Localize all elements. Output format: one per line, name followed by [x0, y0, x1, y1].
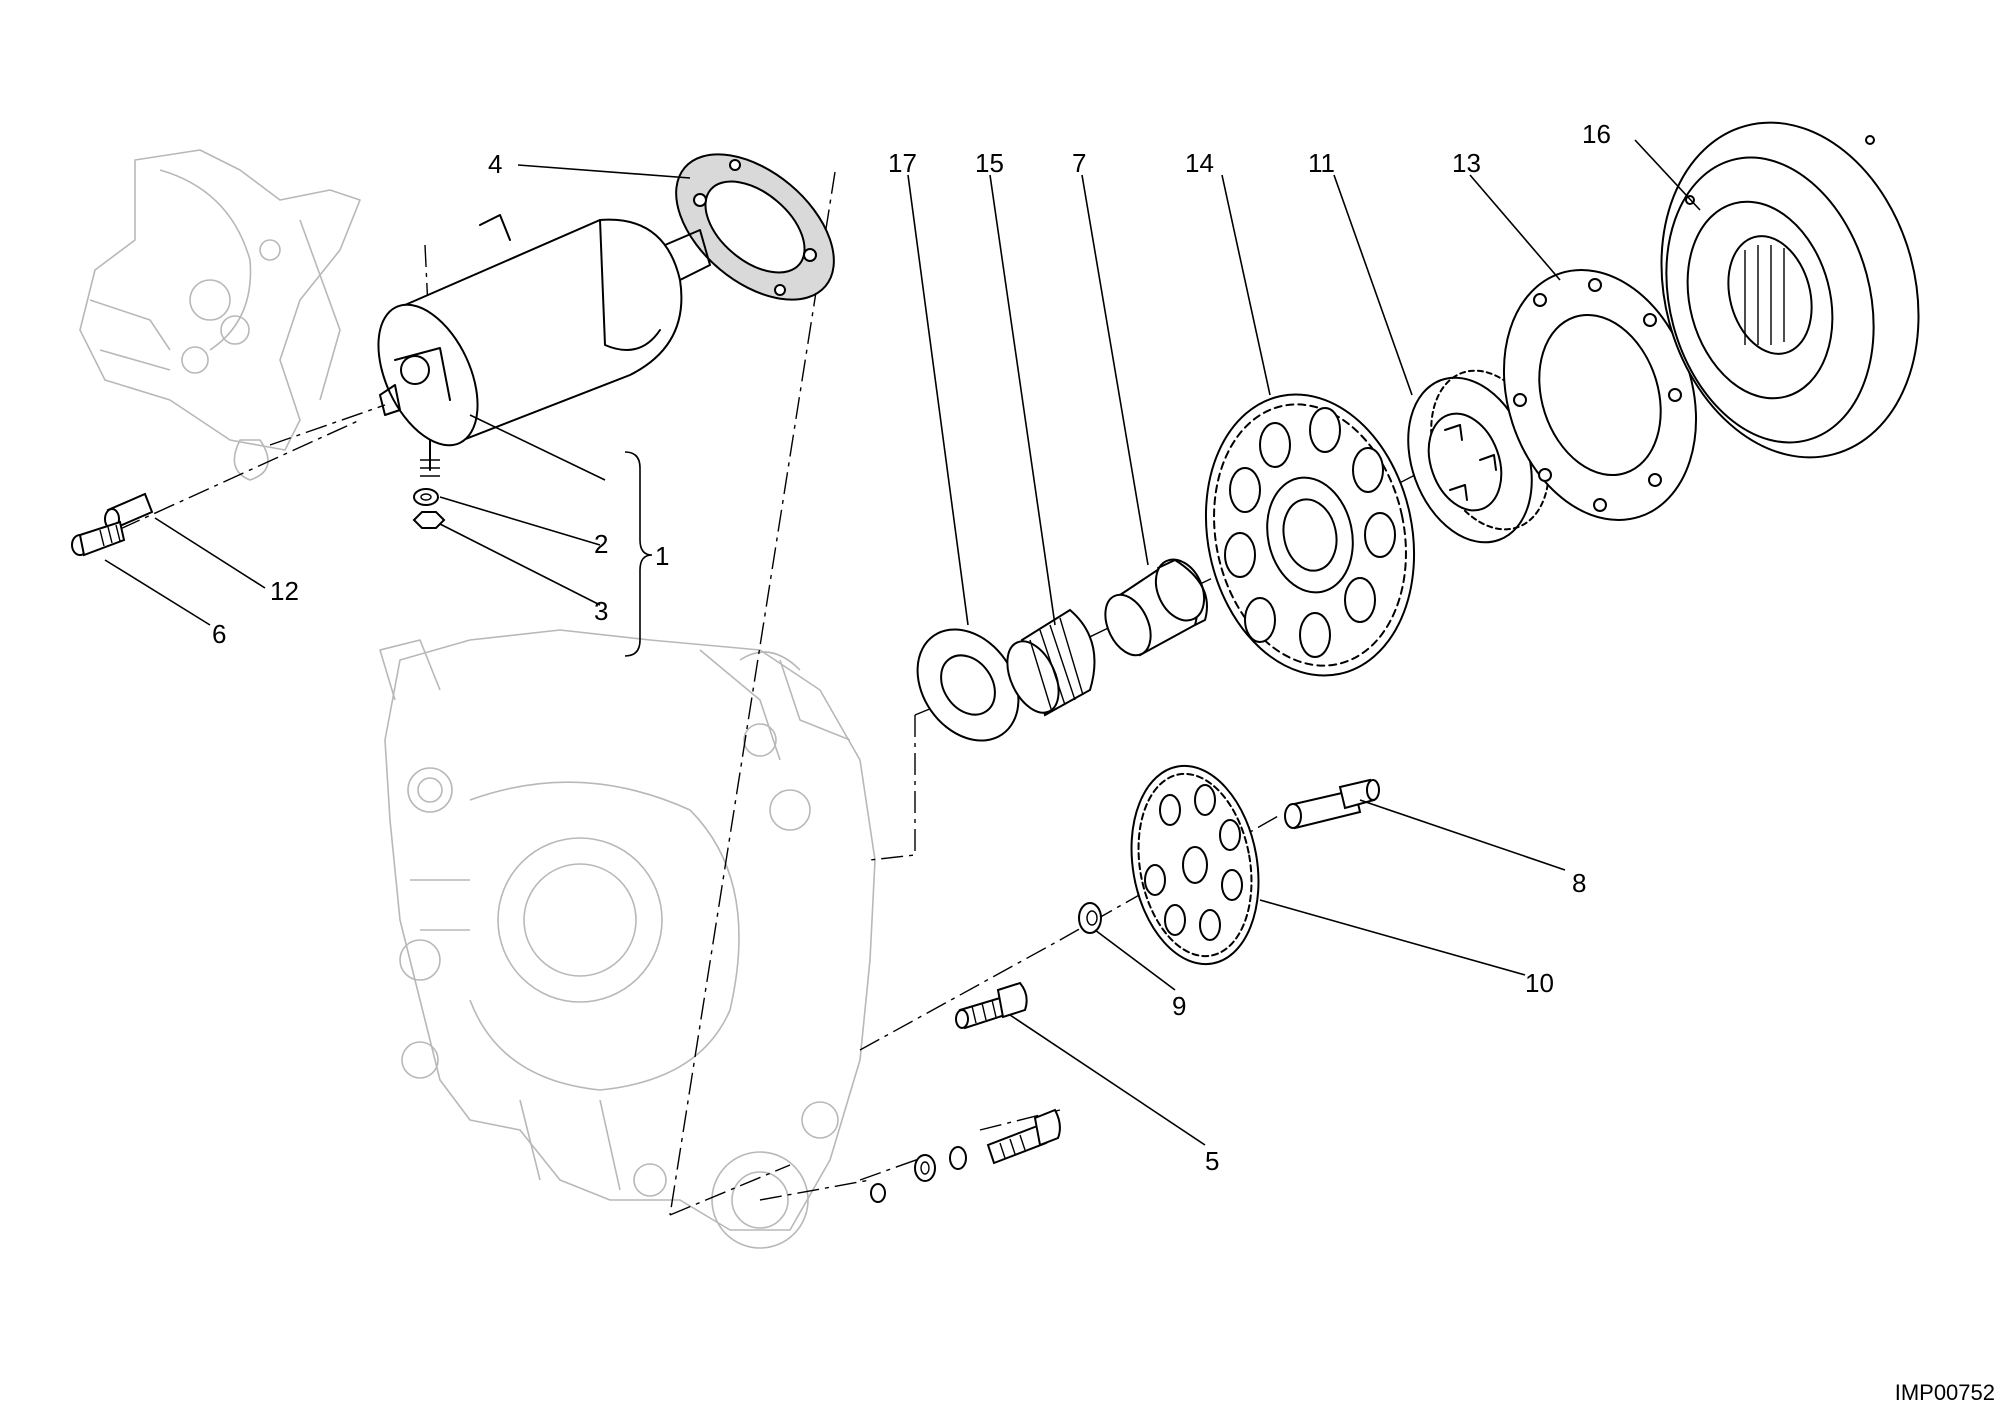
callout-5: 5 [1205, 1146, 1219, 1176]
leader-lines [104, 139, 1701, 1146]
callout-10: 10 [1525, 968, 1554, 998]
callout-6: 6 [212, 619, 226, 649]
freewheel-ring [1502, 268, 1698, 522]
starter-flywheel [1660, 121, 1920, 459]
thrust-washer [916, 628, 1020, 742]
needle-bearing [1006, 608, 1096, 717]
sleeve-bush [1104, 558, 1208, 657]
callout-7: 7 [1072, 148, 1086, 178]
shim-washer [1078, 902, 1102, 934]
lower-screw-set [870, 1108, 1061, 1203]
callout-15: 15 [975, 148, 1004, 178]
intermediate-gear-small [1130, 764, 1260, 966]
gasket-plate [675, 153, 835, 301]
callout-16: 16 [1582, 119, 1611, 149]
callout-4: 4 [488, 149, 502, 179]
callout-12: 12 [270, 576, 299, 606]
callout-11: 11 [1308, 148, 1335, 178]
cap-screw [955, 981, 1028, 1030]
crankcase-lower-ghost [379, 629, 876, 1249]
gear-shaft [1284, 778, 1380, 830]
group-bracket [624, 451, 653, 657]
freewheel-cage [1407, 369, 1550, 544]
figure-reference-code: IMP00752 [1895, 1380, 1995, 1405]
starter-motor [377, 214, 711, 477]
callouts: 1 2 3 4 5 6 7 8 9 10 11 12 13 14 15 16 1… [212, 119, 1611, 1176]
callout-8: 8 [1572, 868, 1586, 898]
callout-2: 2 [594, 529, 608, 559]
callout-13: 13 [1452, 148, 1481, 178]
callout-14: 14 [1185, 148, 1214, 178]
intermediate-gear-large [1204, 393, 1416, 677]
screw-long [71, 520, 126, 557]
callout-9: 9 [1172, 991, 1186, 1021]
callout-3: 3 [594, 596, 608, 626]
callout-1: 1 [655, 541, 669, 571]
callout-17: 17 [888, 148, 917, 178]
hex-nut [412, 511, 446, 529]
washer-small [413, 488, 439, 506]
crankcase-upper-ghost [79, 149, 361, 481]
